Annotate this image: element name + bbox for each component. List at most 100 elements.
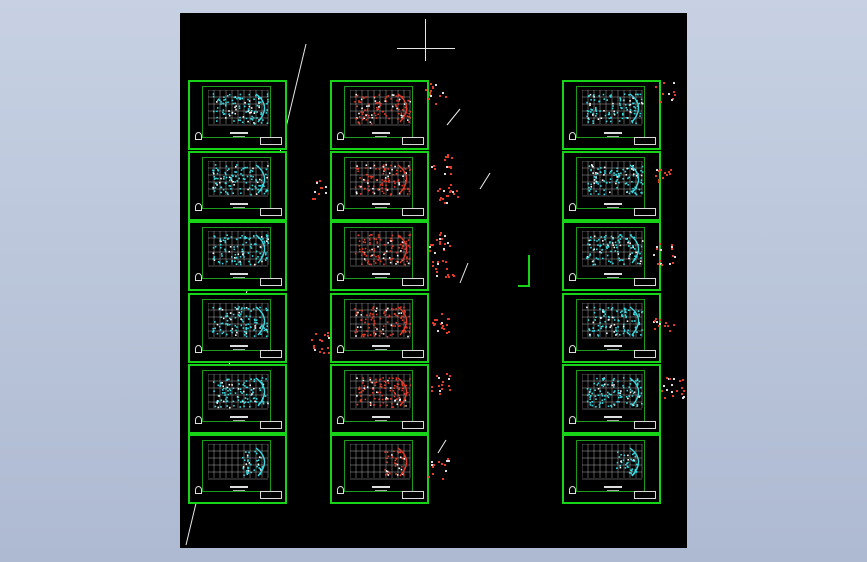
sheet-border [344,370,413,422]
floor-plan [582,444,643,480]
left-column-sheet-1[interactable] [188,80,287,150]
floor-plan [582,303,644,339]
drawing-scale [233,420,245,421]
title-block [260,137,282,145]
middle-column-sheet-2[interactable] [330,151,429,221]
detail-fragment [437,190,439,192]
detail-fragment [444,235,446,237]
detail-fragment [662,177,664,179]
left-column-sheet-6[interactable] [188,434,287,504]
detail-fragment [316,182,318,184]
detail-fragment [655,86,657,88]
right-column-sheet-3[interactable] [562,221,661,291]
detail-fragment [439,393,441,395]
left-column-sheet-3[interactable] [188,221,287,291]
drawing-scale [607,277,619,278]
detail-fragment [442,260,444,262]
title-block [260,421,282,429]
floor-plan [208,303,269,339]
drawing-caption [230,345,248,347]
detail-fragment [681,387,683,389]
right-column-sheet-4[interactable] [562,293,661,363]
drawing-canvas[interactable] [180,13,687,548]
right-column-sheet-2[interactable] [562,151,661,221]
right-column-sheet-6[interactable] [562,434,661,504]
detail-fragment [321,340,323,342]
north-arrow-icon [337,486,344,494]
drawing-scale [233,490,245,491]
detail-fragment [655,175,657,177]
detail-fragment [659,323,661,325]
detail-fragment [442,325,444,327]
sheet-border [576,227,645,279]
detail-fragment [666,174,668,176]
detail-fragment [438,377,440,379]
detail-fragment [654,328,656,330]
detail-fragment [432,86,434,88]
detail-fragment [432,322,434,324]
middle-column-sheet-3[interactable] [330,221,429,291]
detail-fragment [430,83,432,85]
drawing-scale [233,136,245,137]
detail-fragment [451,157,453,159]
sheet-border [344,86,413,138]
detail-fragment [661,390,663,392]
detail-fragment [325,192,327,194]
drawing-scale [375,420,387,421]
left-column-sheet-5[interactable] [188,364,287,434]
detail-fragment [457,196,459,198]
detail-fragment [439,238,441,240]
floor-plan [582,231,644,267]
detail-fragment [449,375,451,377]
north-arrow-icon [337,273,344,281]
detail-fragment [432,473,434,475]
middle-column-sheet-1[interactable] [330,80,429,150]
detail-fragment [429,250,431,252]
middle-column-sheet-4[interactable] [330,293,429,363]
detail-fragment [445,261,447,263]
right-column-sheet-5[interactable] [562,364,661,434]
sheet-border [344,227,413,279]
detail-fragment [448,276,450,278]
detail-fragment [442,92,444,94]
detail-fragment [446,195,448,197]
detail-fragment [659,319,661,321]
detail-fragment [434,323,436,325]
drawing-scale [233,277,245,278]
left-column-sheet-4[interactable] [188,293,287,363]
detail-fragment [668,171,670,173]
middle-column-sheet-6[interactable] [330,434,429,504]
left-column-sheet-2[interactable] [188,151,287,221]
detail-fragment [318,193,320,195]
detail-fragment [444,464,446,466]
north-arrow-icon [195,416,202,424]
detail-fragment [445,96,447,98]
north-arrow-icon [195,486,202,494]
detail-fragment [432,466,434,468]
drawing-caption [372,345,390,347]
drawing-caption [372,203,390,205]
detail-fragment [672,395,674,397]
right-column-sheet-1[interactable] [562,80,661,150]
drawing-caption [604,416,622,418]
floor-plan [582,374,643,410]
sheet-border [202,157,271,209]
detail-fragment [453,275,455,277]
detail-fragment [668,93,670,95]
detail-fragment [446,324,448,326]
sheet-border [576,440,645,492]
detail-fragment [656,248,658,250]
detail-fragment [671,384,673,386]
floor-plan [350,303,411,339]
drawing-scale [607,136,619,137]
detail-fragment [445,276,447,278]
north-arrow-icon [195,203,202,211]
title-block [634,208,656,216]
detail-fragment [314,191,316,193]
detail-fragment [325,186,327,188]
middle-column-sheet-5[interactable] [330,364,429,434]
detail-fragment [439,243,441,245]
drawing-caption [604,273,622,275]
detail-fragment [448,187,450,189]
ucs-icon-horizontal [518,285,530,287]
